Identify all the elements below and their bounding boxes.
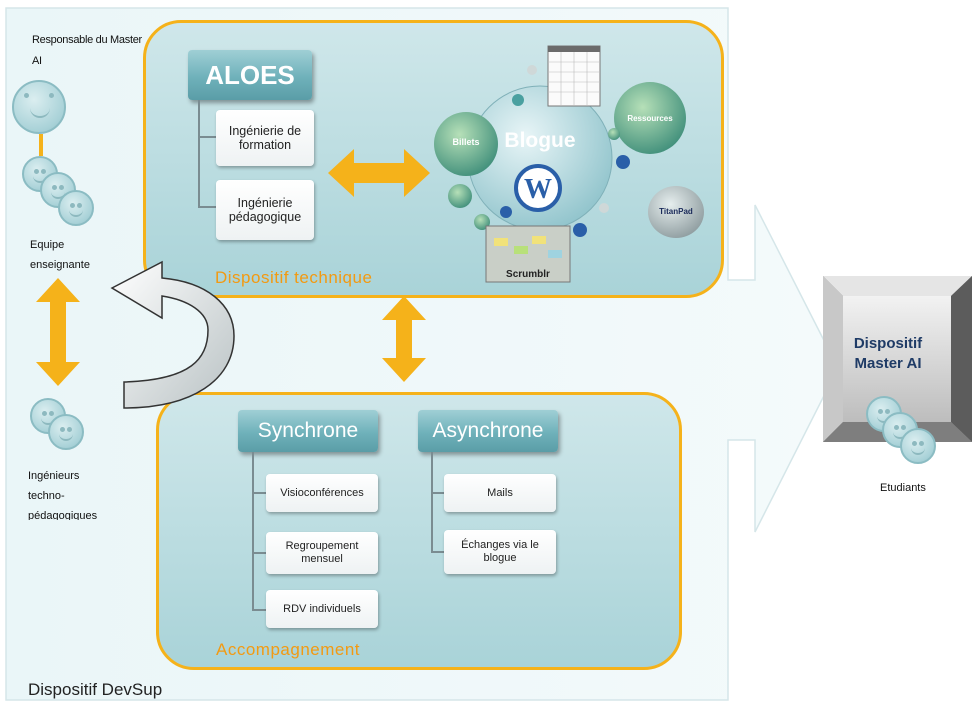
aloes-branch-1: [198, 136, 216, 138]
connector-line: [39, 134, 43, 156]
roles-double-arrow: [36, 278, 80, 386]
ressources-label: Ressources: [627, 113, 673, 123]
responsable-label: Responsable du Master AI: [32, 34, 142, 67]
master-title: Dispositif Master AI: [853, 335, 923, 372]
aloes-header: ALOES: [188, 50, 312, 100]
blog-cluster: W: [434, 45, 704, 283]
echanges-box: Échanges via le blogue: [444, 530, 556, 574]
asynchrone-tree-line: [431, 452, 433, 552]
synchrone-branch-2: [252, 552, 268, 554]
ingenieurs-face-icon-2: [48, 414, 84, 450]
curved-feedback-arrow: [110, 260, 235, 409]
synchrone-header: Synchrone: [238, 410, 378, 452]
synchrone-branch-3: [252, 609, 268, 611]
ingenierie-formation-box: Ingénierie de formation: [216, 110, 314, 166]
scrumblr-label: Scrumblr: [506, 268, 550, 280]
mails-box: Mails: [444, 474, 556, 512]
regroupement-box: Regroupement mensuel: [266, 532, 378, 574]
responsable-face-icon: [12, 80, 66, 134]
vertical-double-arrow: [382, 296, 426, 382]
aloes-tree-line: [198, 100, 200, 207]
titanpad-label: TitanPad: [659, 206, 693, 216]
synchrone-tree-line: [252, 452, 254, 610]
asynchrone-header: Asynchrone: [418, 410, 558, 452]
ingenieurs-label: Ingénieurs techno-pédagogiques: [28, 470, 98, 520]
visioconferences-box: Visioconférences: [266, 474, 378, 512]
asynchrone-branch-2: [431, 551, 445, 553]
student-face-icon-3: [900, 428, 936, 464]
billets-label: Billets: [452, 137, 480, 147]
blogue-label: Blogue: [504, 129, 576, 152]
rdv-box: RDV individuels: [266, 590, 378, 628]
ingenieurs-label-clip: Ingénieurs techno-pédagogiques: [28, 466, 124, 520]
synchrone-branch-1: [252, 492, 268, 494]
aloes-branch-2: [198, 206, 216, 208]
students-label: Etudiants: [880, 482, 926, 494]
equipe-label: Equipe enseignante: [30, 239, 90, 271]
accompagnement-label: Accompagnement: [216, 640, 361, 659]
devsup-label: Dispositif DevSup: [28, 680, 163, 699]
svg-text:W: W: [524, 174, 552, 205]
equipe-face-icon-3: [58, 190, 94, 226]
ingenierie-pedagogique-box: Ingénierie pédagogique: [216, 180, 314, 240]
horizontal-double-arrow: [328, 149, 430, 197]
asynchrone-branch-1: [431, 492, 445, 494]
technique-label: Dispositif technique: [215, 268, 373, 287]
